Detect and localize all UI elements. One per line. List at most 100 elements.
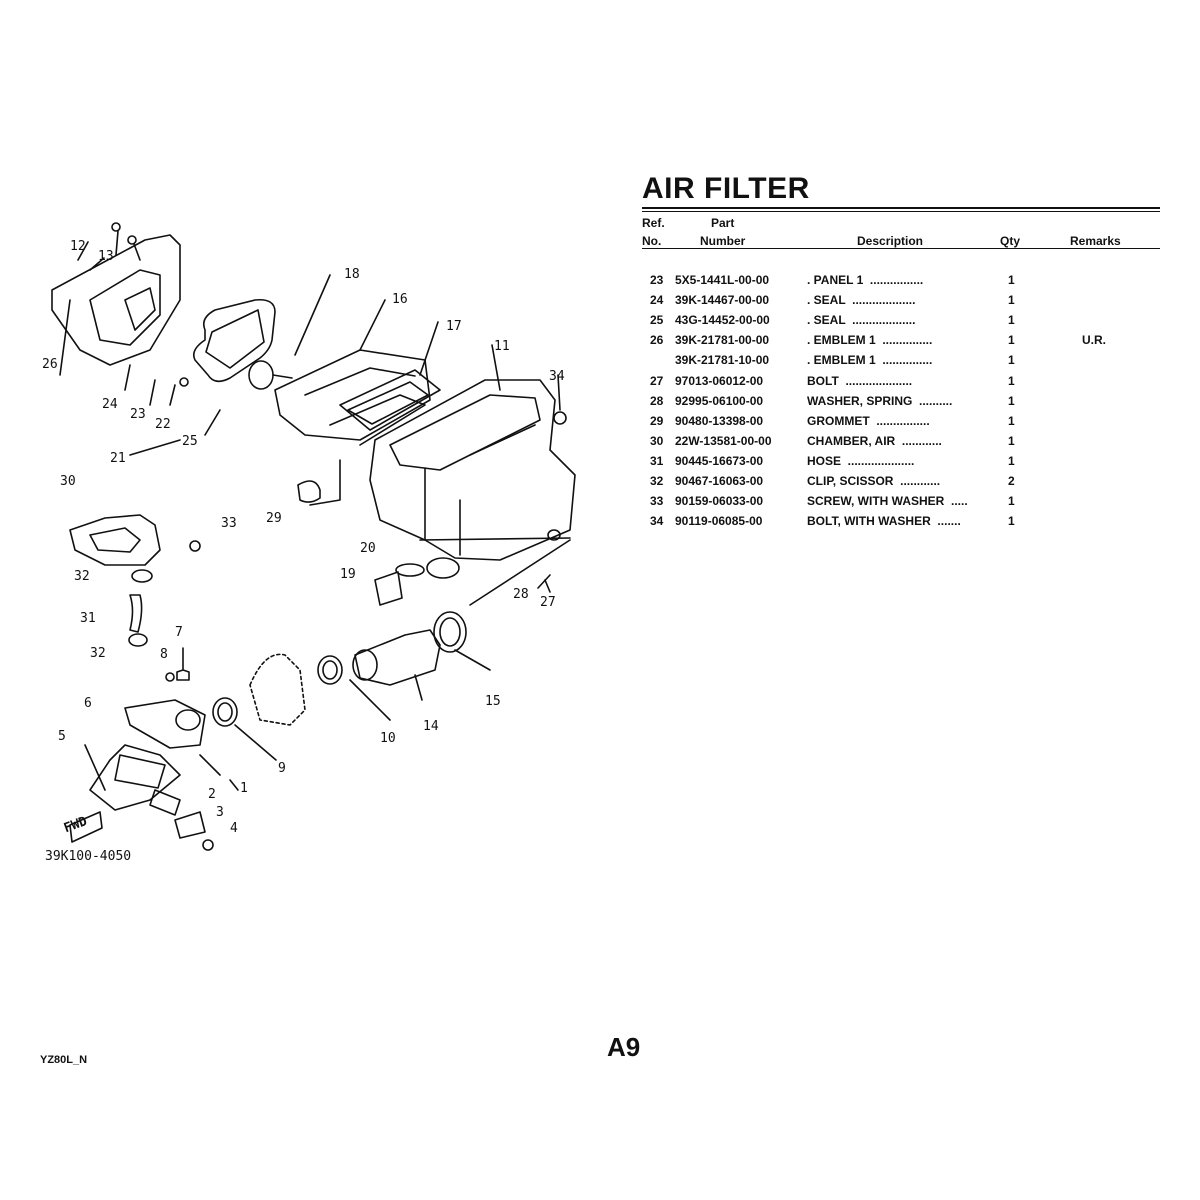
table-row: 30 22W-13581-00-00 CHAMBER, AIR ........…	[642, 434, 1160, 454]
air-chamber-30	[69, 514, 161, 566]
reed-plate	[89, 744, 181, 811]
ref-cell: 25	[650, 313, 664, 327]
svg-text:25: 25	[182, 434, 198, 449]
description-cell: BOLT, WITH WASHER .......	[807, 514, 961, 528]
remarks-cell: U.R.	[1082, 333, 1106, 347]
title-rule	[642, 207, 1160, 212]
part-number-cell: 90119-06085-00	[675, 514, 763, 528]
qty-cell: 1	[1008, 374, 1015, 388]
table-row: 34 90119-06085-00 BOLT, WITH WASHER ....…	[642, 514, 1160, 534]
fwd-label: FWD	[62, 814, 89, 836]
svg-text:24: 24	[102, 397, 118, 412]
table-row: 24 39K-14467-00-00 . SEAL ..............…	[642, 293, 1160, 313]
qty-cell: 1	[1008, 394, 1015, 408]
svg-text:21: 21	[110, 451, 126, 466]
svg-text:1: 1	[240, 781, 248, 796]
header-part-line1: Part	[711, 216, 735, 230]
ref-cell: 26	[650, 333, 664, 347]
qty-cell: 1	[1008, 434, 1015, 448]
part-number-cell: 90159-06033-00	[675, 494, 764, 508]
table-row: 25 43G-14452-00-00 . SEAL ..............…	[642, 313, 1160, 333]
section-title: AIR FILTER	[642, 172, 810, 205]
svg-text:15: 15	[485, 694, 501, 709]
table-row: 26 39K-21781-00-00 . EMBLEM 1 ..........…	[642, 333, 1160, 353]
header-rule	[642, 248, 1160, 249]
qty-cell: 1	[1008, 414, 1015, 428]
ref-cell: 31	[650, 454, 664, 468]
page-number: A9	[607, 1032, 641, 1062]
svg-text:12: 12	[70, 239, 86, 254]
description-cell: CLIP, SCISSOR ............	[807, 474, 941, 488]
description-cell: . SEAL ...................	[807, 293, 916, 307]
svg-text:14: 14	[423, 719, 439, 734]
part-number-cell: 90467-16063-00	[675, 474, 764, 488]
ref-cell: 28	[650, 394, 664, 408]
ref-cell: 24	[650, 293, 664, 307]
qty-cell: 1	[1008, 273, 1015, 287]
description-cell: GROMMET ................	[807, 414, 930, 428]
seal-outline	[192, 298, 276, 383]
header-description: Description	[857, 234, 924, 248]
table-row: 28 92995-06100-00 WASHER, SPRING .......…	[642, 394, 1160, 414]
table-row: 23 5X5-1441L-00-00 . PANEL 1 ...........…	[642, 273, 1160, 293]
description-cell: SCREW, WITH WASHER .....	[807, 494, 968, 508]
svg-text:23: 23	[130, 407, 146, 422]
svg-text:16: 16	[392, 292, 408, 307]
qty-cell: 1	[1008, 313, 1015, 327]
svg-text:2: 2	[208, 787, 216, 802]
ref-cell: 23	[650, 273, 664, 287]
svg-text:7: 7	[175, 625, 183, 640]
svg-text:28: 28	[513, 587, 529, 602]
svg-text:22: 22	[155, 417, 171, 432]
qty-cell: 1	[1008, 514, 1015, 528]
ref-cell: 27	[650, 374, 664, 388]
svg-text:19: 19	[340, 567, 356, 582]
svg-text:31: 31	[80, 611, 96, 626]
model-code: YZ80L_N	[40, 1054, 88, 1066]
table-row: 31 90445-16673-00 HOSE .................…	[642, 454, 1160, 474]
part-number-cell: 90480-13398-00	[675, 414, 764, 428]
description-cell: BOLT ....................	[807, 374, 913, 388]
qty-cell: 1	[1008, 353, 1015, 367]
svg-text:17: 17	[446, 319, 462, 334]
qty-cell: 1	[1008, 333, 1015, 347]
part-number-cell: 39K-21781-00-00	[675, 333, 770, 347]
air-chamber	[369, 379, 576, 561]
table-row: 39K-21781-10-00 . EMBLEM 1 .............…	[642, 353, 1160, 373]
part-number-cell: 90445-16673-00	[675, 454, 764, 468]
description-cell: WASHER, SPRING ..........	[807, 394, 953, 408]
description-cell: . SEAL ...................	[807, 313, 916, 327]
table-row: 33 90159-06033-00 SCREW, WITH WASHER ...…	[642, 494, 1160, 514]
exploded-parts-diagram: 12 13 26 24 23 22 21 25 18 16 17 11 34 3…	[30, 200, 620, 880]
diagram-code: 39K100-4050	[45, 849, 131, 864]
ref-cell: 32	[650, 474, 664, 488]
svg-text:9: 9	[278, 761, 286, 776]
ref-cell: 33	[650, 494, 664, 508]
callout-labels: 12 13 26 24 23 22 21 25 18 16 17 11 34 3…	[42, 239, 565, 836]
header-part-line2: Number	[700, 234, 746, 248]
svg-text:6: 6	[84, 696, 92, 711]
part-number-cell: 22W-13581-00-00	[675, 434, 772, 448]
svg-text:32: 32	[90, 646, 106, 661]
svg-text:34: 34	[549, 369, 565, 384]
svg-text:10: 10	[380, 731, 396, 746]
part-number-cell: 43G-14452-00-00	[675, 313, 770, 327]
header-remarks: Remarks	[1070, 234, 1121, 248]
svg-text:4: 4	[230, 821, 238, 836]
svg-text:32: 32	[74, 569, 90, 584]
description-cell: . EMBLEM 1 ...............	[807, 333, 933, 347]
header-qty: Qty	[1000, 234, 1021, 248]
description-cell: . EMBLEM 1 ...............	[807, 353, 933, 367]
svg-text:33: 33	[221, 516, 237, 531]
reed-valve-body	[124, 699, 206, 749]
qty-cell: 2	[1008, 474, 1015, 488]
header-ref-line1: Ref.	[642, 216, 665, 230]
description-cell: CHAMBER, AIR ............	[807, 434, 942, 448]
svg-text:27: 27	[540, 595, 556, 610]
joint	[354, 629, 441, 686]
diagram-svg: 12 13 26 24 23 22 21 25 18 16 17 11 34 3…	[42, 222, 576, 864]
header-ref-line2: No.	[642, 234, 662, 248]
description-cell: HOSE ....................	[807, 454, 915, 468]
qty-cell: 1	[1008, 494, 1015, 508]
svg-text:5: 5	[58, 729, 66, 744]
